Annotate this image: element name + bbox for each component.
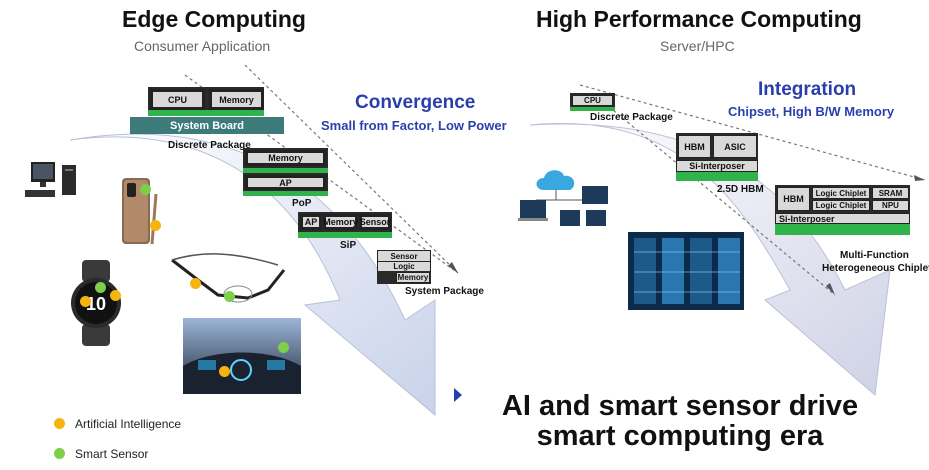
hpc-cpu-chip: CPU bbox=[572, 95, 613, 106]
hetero-label-1: Multi-Function bbox=[840, 250, 909, 261]
tagline-line-2: smart computing era bbox=[536, 420, 824, 452]
pop-memory-chip: Memory bbox=[245, 150, 326, 166]
car-dashboard-icon bbox=[183, 318, 301, 394]
legend-sensor-label: Smart Sensor bbox=[75, 447, 149, 461]
legend-ai-dot bbox=[54, 418, 65, 429]
smartphone-sensor-dot bbox=[140, 184, 151, 195]
convergence-title: Convergence bbox=[355, 92, 476, 113]
hbm-chip: HBM bbox=[678, 135, 711, 158]
watch-ai-dot bbox=[80, 296, 91, 307]
legend-sensor-dot bbox=[54, 448, 65, 459]
hetero-interposer: Si-Interposer bbox=[775, 213, 910, 224]
system-board: System Board bbox=[130, 117, 284, 134]
car-sensor-dot bbox=[278, 342, 289, 353]
sip-label: SiP bbox=[340, 240, 357, 251]
smartphone-ai-dot bbox=[150, 220, 161, 231]
hpc-subtitle: Server/HPC bbox=[660, 38, 735, 54]
sram-chiplet: SRAM bbox=[872, 187, 909, 199]
logic-chiplet-1: Logic Chiplet bbox=[812, 187, 870, 199]
hpc-discrete-package-label: Discrete Package bbox=[590, 112, 673, 123]
sysp-memory-layer: Memory bbox=[396, 272, 430, 283]
left-trend-line-2 bbox=[244, 64, 459, 274]
hbm25-label: 2.5D HBM bbox=[717, 184, 764, 195]
server-room-icon bbox=[628, 232, 744, 310]
asic-chip: ASIC bbox=[713, 135, 757, 158]
car-ai-dot bbox=[219, 366, 230, 377]
edge-computing-subtitle: Consumer Application bbox=[134, 38, 271, 54]
legend-ai-label: Artificial Intelligence bbox=[75, 417, 182, 431]
logic-chiplet-2: Logic Chiplet bbox=[812, 200, 870, 211]
hbm25-interposer: Si-Interposer bbox=[676, 160, 758, 172]
memory-chip: Memory bbox=[209, 89, 264, 110]
watch-sensor-dot bbox=[95, 282, 106, 293]
smartwatch-icon: 10 bbox=[71, 260, 121, 346]
system-package-label: System Package bbox=[405, 286, 484, 297]
svg-text:10: 10 bbox=[86, 294, 106, 314]
tagline-line-1: AI and smart sensor drive bbox=[501, 390, 859, 422]
discrete-package-label: Discrete Package bbox=[168, 140, 251, 151]
pop-label: PoP bbox=[292, 198, 312, 209]
divider-triangle bbox=[454, 388, 462, 402]
cpu-chip: CPU bbox=[150, 89, 205, 110]
desktop-pc-icon bbox=[25, 162, 76, 197]
glasses-ai-dot bbox=[190, 278, 201, 289]
cloud-network-icon bbox=[518, 170, 608, 226]
watch-ai-dot-2 bbox=[110, 290, 121, 301]
hetero-label-2: Heterogeneous Chiplets bbox=[822, 263, 929, 274]
right-trend-line-2 bbox=[594, 94, 836, 296]
hetero-hbm-chip: HBM bbox=[777, 187, 810, 211]
npu-chiplet: NPU bbox=[872, 200, 909, 211]
tagline: AI and smart sensor drive smart computin… bbox=[470, 391, 890, 451]
integration-subtitle: Chipset, High B/W Memory bbox=[728, 104, 895, 119]
sip-memory-chip: Memory bbox=[323, 214, 358, 230]
glasses-sensor-dot bbox=[224, 291, 235, 302]
pop-ap-chip: AP bbox=[245, 175, 326, 190]
left-sweep-arrow bbox=[69, 133, 436, 417]
sip-ap-chip: AP bbox=[300, 214, 322, 230]
hpc-title: High Performance Computing bbox=[536, 6, 862, 32]
sip-sensor-chip: Sensor bbox=[359, 214, 391, 230]
convergence-subtitle: Small from Factor, Low Power bbox=[321, 118, 507, 133]
integration-title: Integration bbox=[758, 79, 857, 100]
edge-computing-title: Edge Computing bbox=[122, 6, 306, 32]
